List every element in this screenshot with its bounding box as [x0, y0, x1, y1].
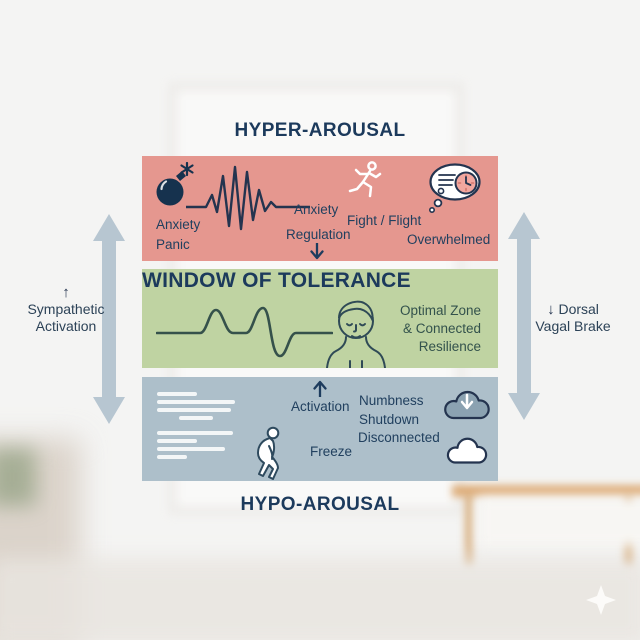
- regulation-label: Regulation: [286, 227, 351, 242]
- activation-up-arrow-icon: [313, 380, 327, 397]
- calm-wave-icon: [156, 306, 333, 358]
- background-bench-wood: [452, 485, 640, 497]
- overwhelmed-label: Overwhelmed: [407, 232, 491, 247]
- anxiety-label-mid: Anxiety: [294, 202, 339, 217]
- cloud-icon: [446, 437, 488, 464]
- anxiety-label-left: Anxiety: [156, 217, 201, 232]
- activation-line: Activation: [35, 318, 97, 334]
- hyper-arousal-title: HYPER-AROUSAL: [234, 120, 406, 141]
- freeze-label: Freeze: [310, 444, 353, 459]
- dorsal-line: ↓ Dorsal: [547, 301, 599, 318]
- calm-person-icon: [326, 300, 386, 368]
- hypo-arousal-title: HYPO-AROUSAL: [240, 494, 400, 515]
- slumped-person-icon: [257, 426, 280, 480]
- right-double-arrow-icon: [508, 212, 540, 420]
- numbness-label: Numbness: [359, 393, 424, 408]
- down-arrow-glyph: ↓: [547, 301, 555, 318]
- window-of-tolerance-band: WINDOW OF TOLERANCE Optimal Zone & Conne…: [142, 269, 498, 368]
- regulation-down-arrow-icon: [310, 243, 324, 260]
- activation-label: Activation: [291, 399, 350, 414]
- up-arrow-glyph: ↑: [62, 284, 70, 301]
- background-bench-cushion: [478, 497, 640, 547]
- optimal-line-2: & Connected: [402, 321, 481, 336]
- running-person-icon: [348, 161, 382, 198]
- vagal-brake-line: Vagal Brake: [535, 318, 611, 334]
- fight-flight-label: Fight / Flight: [347, 213, 422, 228]
- panic-label: Panic: [156, 237, 190, 252]
- optimal-line-1: Optimal Zone: [399, 303, 481, 318]
- sympathetic-activation-label: ↑ Sympathetic Activation: [18, 284, 114, 335]
- disconnected-label: Disconnected: [358, 430, 440, 445]
- hypo-arousal-band: Activation Numbness Shutdown Disconnecte…: [142, 377, 498, 481]
- sympathetic-line: Sympathetic: [27, 301, 105, 317]
- shutdown-label: Shutdown: [359, 412, 420, 427]
- thought-bubble-clock-icon: [429, 163, 481, 213]
- hyper-arousal-band: Anxiety Panic Anxiety Regulation Fight /…: [142, 156, 498, 261]
- background-bench-leg: [465, 494, 473, 566]
- sparkle-icon: [586, 585, 616, 615]
- background-plant: [0, 448, 36, 506]
- left-double-arrow-icon: [93, 214, 125, 424]
- dorsal-vagal-brake-label: ↓ Dorsal Vagal Brake: [530, 301, 616, 335]
- cloud-download-icon: [444, 390, 490, 420]
- heartbeat-line-icon: [186, 165, 310, 231]
- background-floor: [0, 558, 640, 640]
- bomb-icon: [156, 162, 194, 206]
- optimal-line-3: Resilience: [418, 339, 481, 354]
- window-of-tolerance-title: WINDOW OF TOLERANCE: [142, 269, 411, 292]
- optimal-zone-text: Optimal Zone & Connected Resilience: [400, 302, 481, 356]
